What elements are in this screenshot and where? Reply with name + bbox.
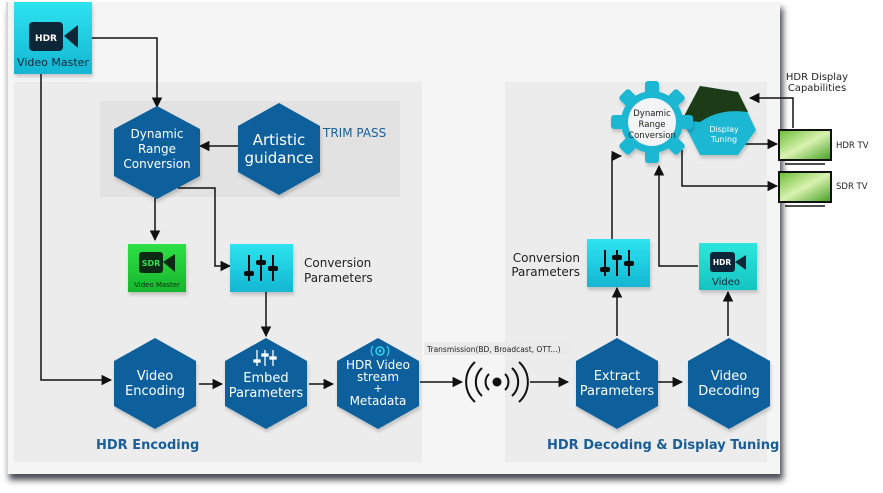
embed-line-2: Parameters [229, 386, 304, 401]
artistic-line-2: guidance [245, 149, 314, 167]
video-decoding-node: Video Decoding [688, 338, 770, 429]
video-decoding-line-2: Decoding [698, 384, 759, 399]
hdr-video-stream-node: HDR Video stream + Metadata [337, 338, 419, 429]
hdr-camera-icon [29, 22, 78, 51]
hdr-camera-icon [710, 252, 746, 272]
hdr-tv-icon [778, 129, 832, 165]
video-encoding-line-1: Video [137, 369, 173, 384]
video-decoding-line-1: Video [711, 369, 747, 384]
artistic-guidance-node: Artistic guidance [238, 103, 320, 195]
display-tuning-line-1: Display [709, 125, 739, 134]
hdr-video-label: Video [712, 277, 740, 288]
drc-line-3: Conversion [123, 157, 190, 171]
drc-line-1: Dynamic [131, 127, 184, 141]
drc-line-2: Range [138, 142, 176, 156]
stream-line-2: stream [357, 370, 399, 384]
conversion-params-label-1: Conversion [304, 256, 371, 270]
gear-line-3: Conversion [628, 131, 676, 141]
hdr-video-badge: HDR [713, 258, 732, 267]
hdr-decoding-title: HDR Decoding & Display Tuning [547, 438, 779, 453]
trim-pass-label: TRIM PASS [322, 126, 386, 140]
video-encoding-line-2: Encoding [125, 384, 185, 399]
sdr-badge: SDR [142, 259, 161, 268]
dec-conversion-params-label-1: Conversion [513, 251, 580, 265]
dec-conversion-params-label-2: Parameters [511, 265, 580, 279]
gear-line-1: Dynamic [633, 109, 671, 119]
decoding-conversion-parameters-box [587, 239, 650, 287]
stream-play-icon [370, 345, 390, 357]
sdr-tv-label: SDR TV [836, 182, 868, 192]
extract-parameters-node: Extract Parameters [576, 338, 658, 429]
broadcast-icon [465, 361, 529, 403]
sdr-camera-icon [139, 252, 175, 273]
display-tuning-line-2: Tuning [710, 135, 737, 144]
video-encoding-node: Video Encoding [114, 338, 196, 429]
transmission-label-bg [424, 342, 569, 355]
transmission-label: Transmission(BD, Broadcast, OTT...) [426, 345, 561, 354]
sdr-video-master-box: SDR Video Master [128, 244, 186, 292]
embed-line-1: Embed [243, 371, 288, 386]
hdr-video-box: HDR Video [699, 243, 757, 290]
sliders-icon [253, 350, 277, 366]
embed-parameters-node: Embed Parameters [225, 338, 307, 429]
hdr-encoding-title: HDR Encoding [96, 438, 199, 453]
display-tuning-node: Display Tuning [682, 86, 756, 155]
extract-line-1: Extract [594, 369, 641, 384]
encoding-connectors [40, 37, 570, 390]
hdr-badge: HDR [35, 34, 57, 44]
hdr-video-master-box: HDR Video Master [14, 2, 92, 74]
conversion-parameters-box [230, 244, 293, 292]
sdr-video-master-label: Video Master [134, 281, 180, 289]
artistic-line-1: Artistic [253, 131, 306, 149]
extract-line-2: Parameters [580, 384, 655, 399]
display-capabilities-line-1: HDR Display [786, 72, 848, 83]
sliders-icon [600, 250, 634, 276]
stream-line-3: + [373, 382, 382, 395]
gear-drc-node: Dynamic Range Conversion [611, 81, 693, 163]
dynamic-range-conversion-node: Dynamic Range Conversion [114, 106, 200, 199]
video-master-label: Video Master [17, 56, 89, 69]
conversion-params-label-2: Parameters [304, 271, 373, 285]
stream-line-1: HDR Video [346, 358, 410, 372]
stream-line-4: Metadata [350, 394, 407, 408]
gear-line-2: Range [639, 120, 666, 130]
hdr-tv-label: HDR TV [836, 141, 869, 151]
display-capabilities-line-2: Capabilities [788, 83, 846, 94]
sdr-tv-icon [778, 171, 832, 207]
sliders-icon [244, 255, 278, 281]
